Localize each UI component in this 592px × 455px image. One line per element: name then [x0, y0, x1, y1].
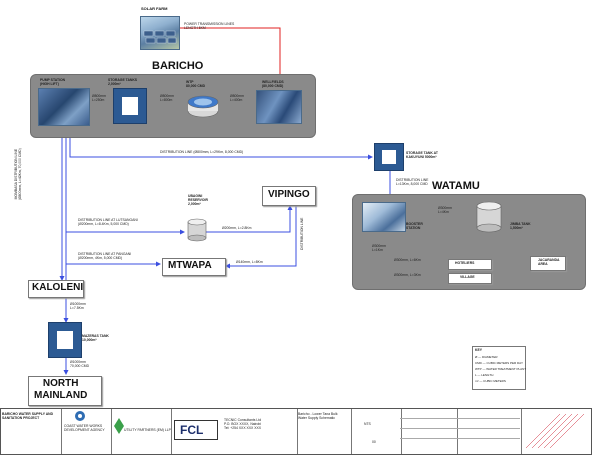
legend-row: CMD — CUBIC METERS PER DAY [475, 361, 523, 365]
dist-pangani-label: DISTRIBUTION LINE AT PANGANI (Ø200mm, 4K… [78, 252, 132, 260]
dist-vipingo-label: Ø200mm, L=2.8Km [222, 226, 252, 230]
drawing-title: Baricho - Lower Tana Bulk Water Supply S… [298, 412, 338, 420]
legend-row: L — LENGTH [475, 373, 494, 377]
hoteliers-box [448, 259, 492, 270]
kakuyuni-tank-icon [374, 143, 404, 171]
pump-station-label: PUMP STATION (HIGH LIFT) [40, 78, 66, 86]
village-box [448, 273, 492, 284]
ubagini-tank-icon [187, 218, 207, 242]
firm-details: TECNIC Consultants Ltd P.O. BOX XXXX, Na… [224, 418, 262, 430]
kaloleni-pipe-label: Ø1000mm L=7.5Km [70, 302, 86, 310]
booster-label: BOOSTER STATION [406, 222, 423, 230]
vipingo-label: VIPINGO [268, 189, 310, 200]
jacaranda-label: JACARANDA AREA [538, 258, 560, 266]
scale-value: NTS [364, 422, 371, 426]
mtwapa-pipe-label: Ø140mm, L=8Km [236, 260, 263, 264]
wtp-label: WTP 80,000 CMD [186, 80, 206, 88]
kaloleni-box [28, 280, 84, 298]
jimba-tank-label: JIMBA TANK 1,500m³ [510, 222, 531, 230]
booster-image [362, 202, 406, 232]
pipe-b-label: Ø800mm L=800m [160, 94, 174, 102]
north-mainland-box [28, 376, 102, 406]
pipe-c-label: Ø800mm L=400m [230, 94, 244, 102]
dist-lutsangani-label: DISTRIBUTION LINE AT LUTSANGANI (Ø200mm,… [78, 218, 138, 226]
transmission-label: POWER TRANSMISSION LINES LENGTH 5KM [184, 22, 235, 30]
pump-station-image [38, 88, 90, 126]
title-block [0, 408, 592, 455]
approval-stamp-icon [525, 413, 585, 449]
kakuyuni-dist-label: DISTRIBUTION LINE L=13Km, 8,000 CMD [396, 178, 429, 186]
wellfields-image [256, 90, 302, 124]
ubagini-label: UBAGINI RESERVOIR 2,000m³ [188, 194, 208, 206]
mazeras-pipe-label: Ø1000mm 70,000 CMD [70, 360, 90, 368]
watamu-vert-label: Ø300mm L=1Km [372, 244, 386, 252]
client-name: COAST WATER WORKS DEVELOPMENT AGENCY [64, 424, 105, 432]
vipingo-box [262, 186, 316, 206]
legend-row: m³ — CUBIC METERS [475, 379, 506, 383]
north-mainland-label: NORTH MAINLAND [34, 378, 88, 401]
wellfields-label: WELLFIELDS (80,000 CMD) [262, 80, 284, 88]
mazeras-tank-label: MAZERAS TANK 10,000m³ [82, 334, 109, 342]
legend-title: KEY [475, 348, 482, 352]
revision-value: 00 [372, 440, 376, 444]
distribution-line-top-label: DISTRIBUTION LINE (Ø800mm, L=29Km, 8,000… [160, 150, 244, 154]
wtp-icon [187, 95, 219, 118]
dist-vert-vipingo-label: DISTRIBUTION LINE [300, 217, 304, 250]
hoteliers-label: HOTELIERS [455, 261, 475, 265]
legend-box [472, 346, 526, 390]
baricho-title: BARICHO [152, 60, 204, 72]
jacaranda-box [530, 256, 566, 271]
mtwapa-label: MTWAPA [168, 260, 212, 271]
solar-farm-image [140, 16, 180, 50]
power-line [180, 27, 283, 85]
dist-hoteliers-label: Ø300mm, L=6Km [394, 258, 421, 262]
engineer-name: UTILITY PARTNERS (EM) LLP [124, 428, 171, 432]
jimba-tank-icon [476, 201, 502, 233]
mazeras-tank-icon [48, 322, 82, 358]
storage-tanks-label: STORAGE TANKS 2,000m³ [108, 78, 138, 86]
flow-vipingo-mtwapa [225, 206, 297, 269]
mombasa-line-label: MOMBASA DISTRIBUTION LINE (Ø800mm, L=42K… [14, 148, 22, 200]
engineer-logo-icon [114, 418, 124, 434]
solar-farm-label: SOLAR FARM [141, 6, 168, 11]
kaloleni-label: KALOLENI [32, 282, 84, 293]
flow-to-vipingo [206, 205, 293, 233]
booster-pipe-label: Ø300mm L=4Km [438, 206, 452, 214]
watamu-title: WATAMU [432, 180, 480, 192]
fcl-logo: FCL [174, 420, 218, 440]
kakuyuni-tank-label: STORAGE TANK AT KAKUYUNI 5000m³ [406, 151, 438, 159]
legend-row: Ø — DIAMETER [475, 355, 498, 359]
client-logo-icon [75, 411, 85, 421]
village-label: VILLAGE [460, 275, 475, 279]
storage-tank-icon [113, 88, 147, 124]
mtwapa-box [162, 258, 226, 276]
solar-panel-icon [143, 30, 177, 44]
legend-row: WTP — WATER TREATMENT PLANT [475, 367, 527, 371]
dist-village-label: Ø300mm, L=3Km [394, 273, 421, 277]
project-title: BARICHO WATER SUPPLY AND SANITATION PROJ… [2, 412, 54, 420]
pipe-a-label: Ø800mm L=250m [92, 94, 106, 102]
